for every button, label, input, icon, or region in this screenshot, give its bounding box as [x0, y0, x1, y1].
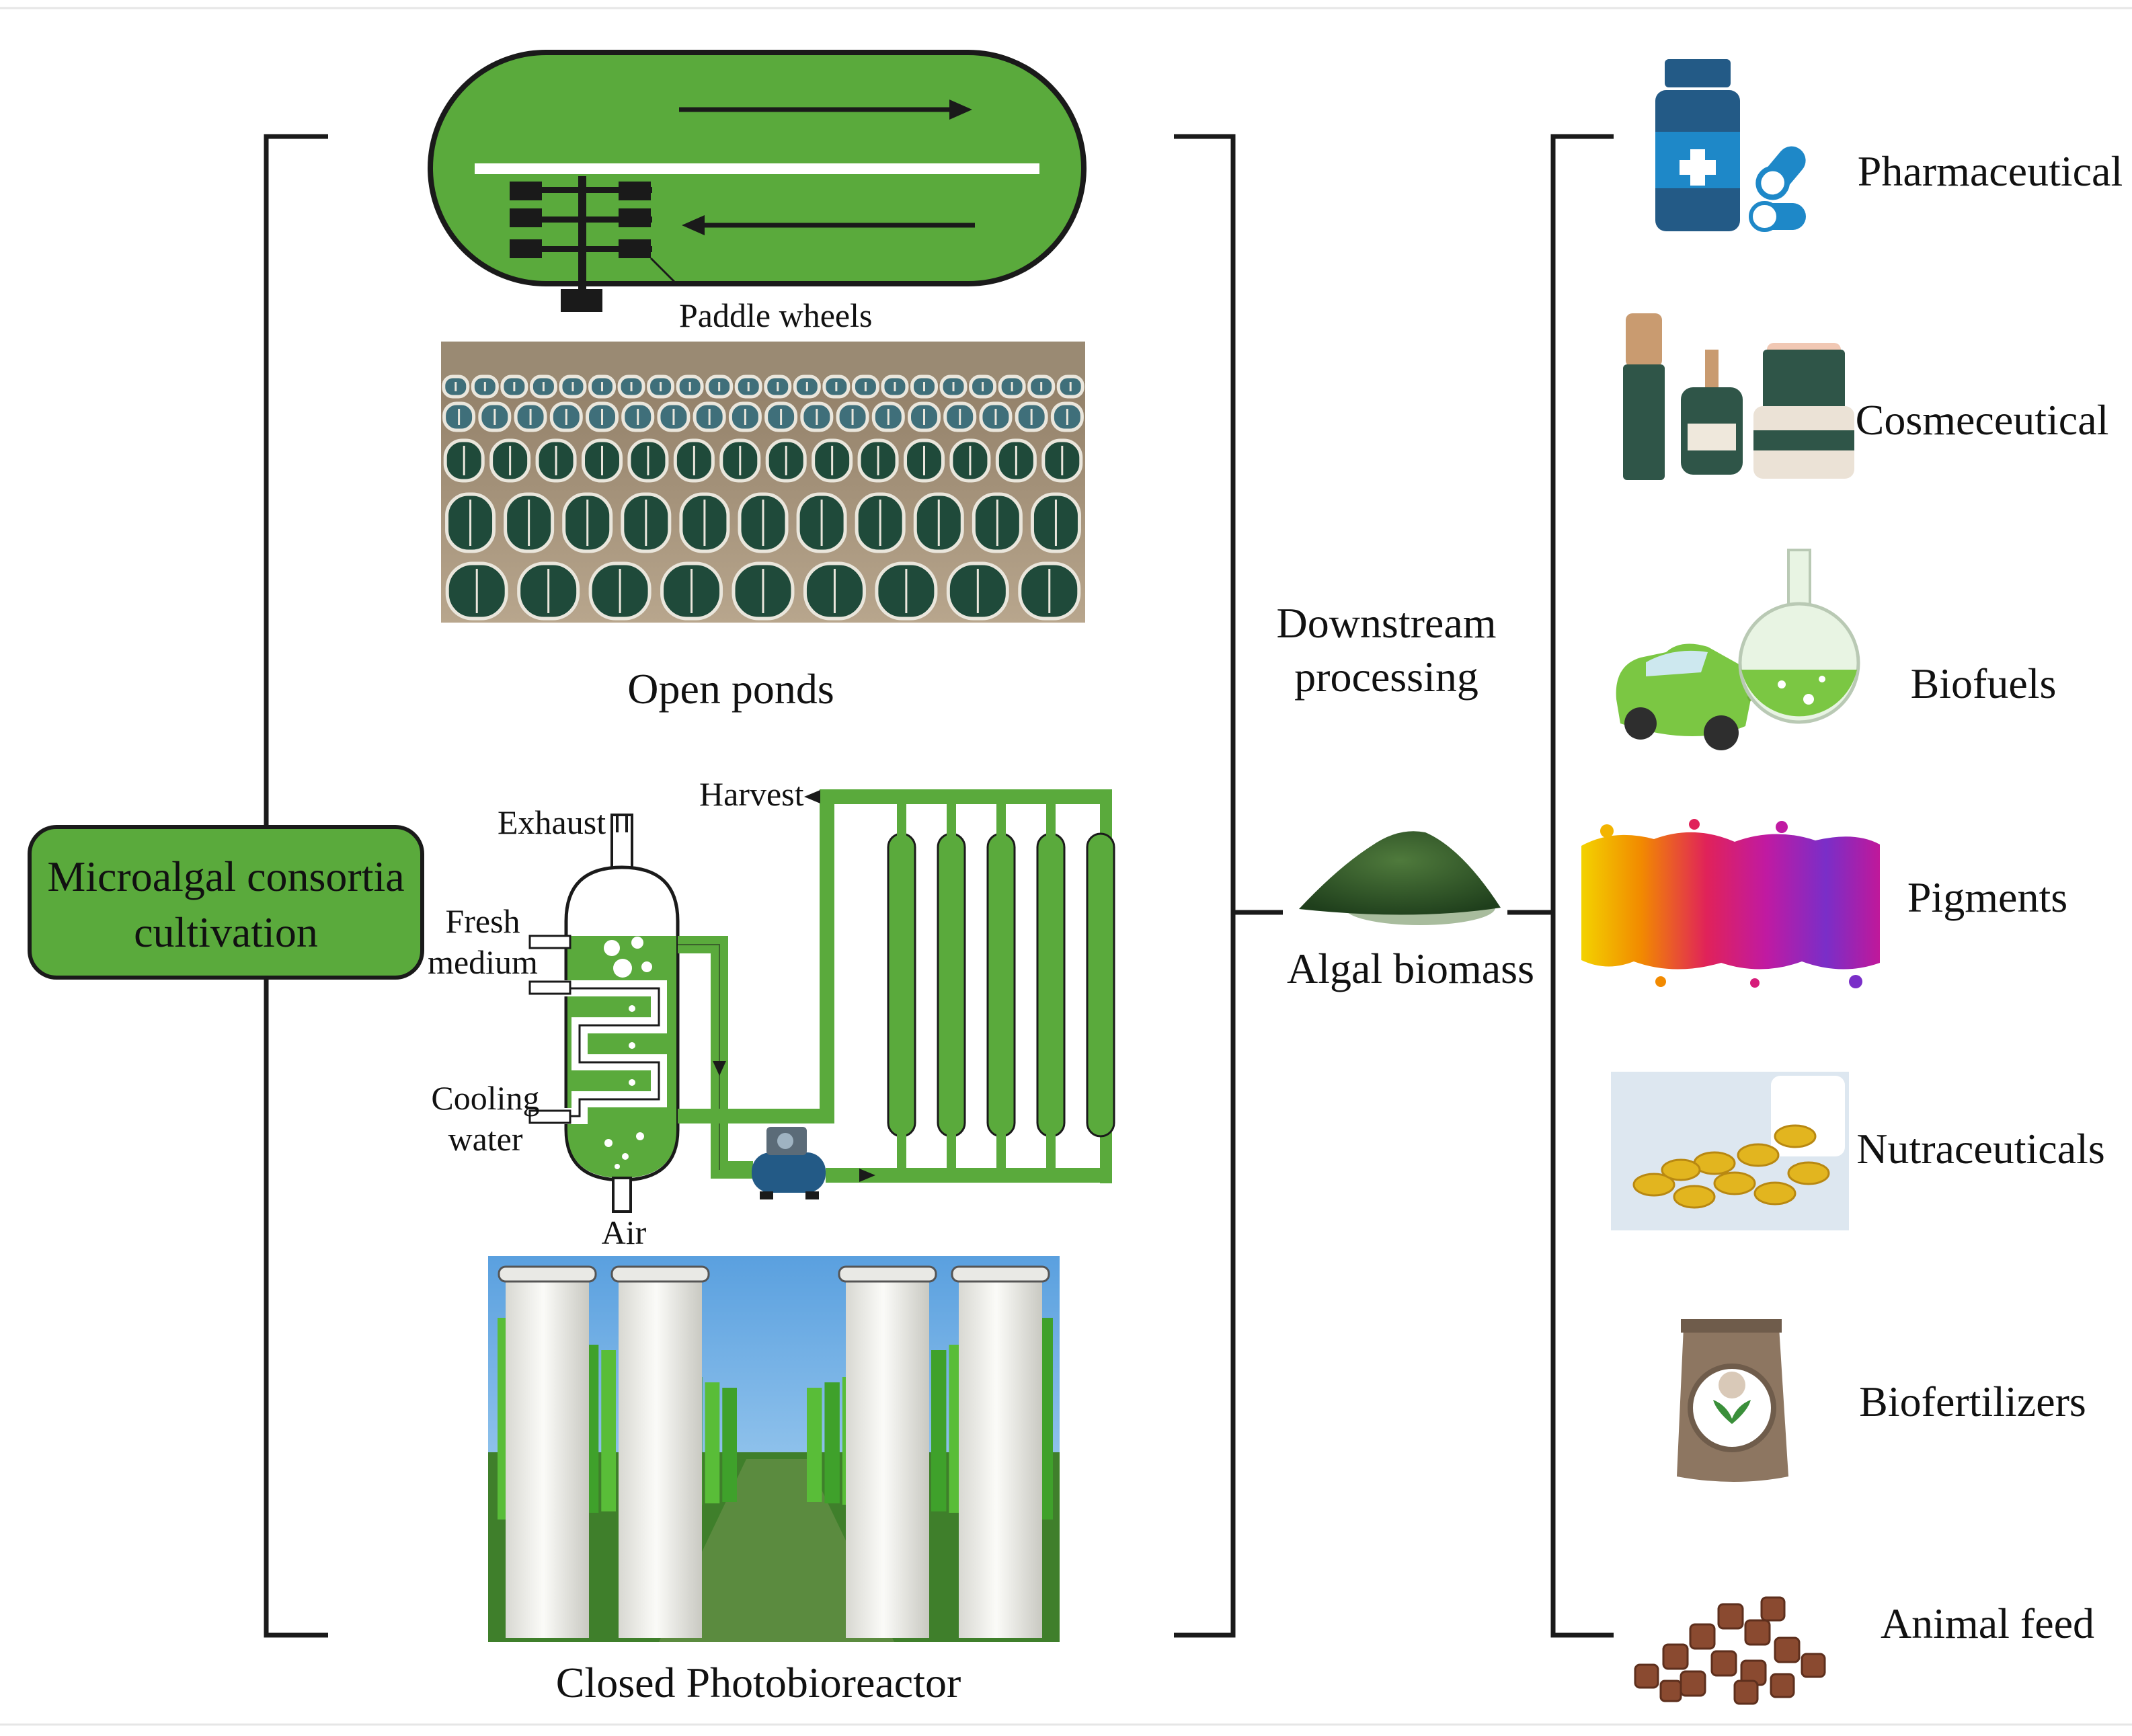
exhaust-label: Exhaust: [498, 803, 606, 841]
air-label: Air: [602, 1214, 647, 1251]
pump-icon: [752, 1127, 826, 1199]
biofertilizers-label: Biofertilizers: [1859, 1378, 2086, 1425]
capsules-icon: [1611, 1072, 1849, 1230]
color-splash-icon: [1581, 819, 1880, 988]
application-labels: Pharmaceutical Cosmeceutical Biofuels Pi…: [1856, 147, 2123, 1647]
cultivation-box: Microalgal consortia cultivation: [28, 825, 424, 980]
closed-photobioreactor-title: Closed Photobioreactor: [556, 1659, 961, 1706]
tube-panel: [824, 1382, 840, 1503]
fresh-medium-label-line1: Fresh: [445, 902, 520, 940]
pharmaceutical-label: Pharmaceutical: [1858, 147, 2123, 195]
feed-pellets-icon: [1634, 1596, 1826, 1705]
center-bracket: [1174, 134, 1283, 1638]
cultivation-label-line1: Microalgal consortia: [47, 853, 404, 900]
downstream-label-line1: Downstream: [1276, 599, 1496, 647]
tube-panel: [807, 1388, 822, 1502]
fertilizer-bag-icon: [1677, 1319, 1788, 1482]
animal-feed-label: Animal feed: [1881, 1600, 2094, 1647]
pond-channels: [442, 374, 1084, 621]
tube-panel: [601, 1350, 616, 1511]
tube-panel: [931, 1350, 947, 1511]
tube-panel: [705, 1382, 720, 1503]
white-columns: [498, 1265, 1050, 1638]
cosmeceutical-label: Cosmeceutical: [1856, 396, 2109, 444]
photobioreactor-schematic: Exhaust Harvest Fresh medium Cooling wat…: [428, 775, 1115, 1251]
nutraceuticals-label: Nutraceuticals: [1856, 1125, 2105, 1173]
cooling-water-label-line2: water: [448, 1120, 522, 1158]
algal-biomass-icon: [1299, 831, 1501, 925]
algal-biomass-label: Algal biomass: [1287, 945, 1534, 992]
tube-panel: [722, 1388, 737, 1502]
cosmetic-bottles-icon: [1623, 313, 1854, 480]
fresh-medium-label-line2: medium: [428, 943, 538, 981]
paddle-wheel-icon: [510, 176, 652, 312]
harvest-label: Harvest: [699, 775, 804, 813]
open-ponds-title: Open ponds: [627, 665, 834, 713]
biofuels-label: Biofuels: [1911, 660, 2057, 707]
raceway-pond-schematic: Paddle wheels: [428, 50, 1087, 334]
medicine-bottle-icon: [1655, 59, 1806, 232]
downstream-label-line2: processing: [1294, 653, 1478, 701]
closed-photobioreactor-photo: [488, 1256, 1060, 1642]
paddle-wheels-label: Paddle wheels: [679, 297, 872, 334]
cultivation-label-line2: cultivation: [134, 908, 318, 956]
cooling-water-label-line1: Cooling: [431, 1079, 539, 1117]
open-ponds-photo: [441, 342, 1085, 623]
car-flask-icon: [1616, 549, 1860, 750]
right-bracket: [1507, 134, 1614, 1638]
pigments-label: Pigments: [1907, 873, 2067, 921]
